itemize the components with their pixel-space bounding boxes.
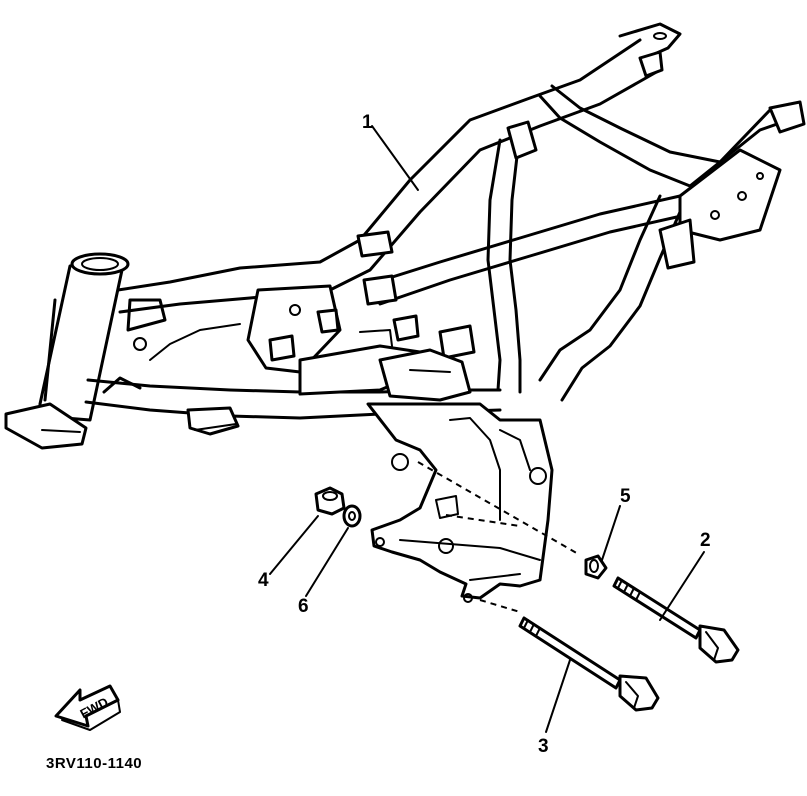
leader-2 — [659, 551, 705, 621]
head-tube-top — [70, 252, 130, 276]
lower-engine-bracket — [366, 402, 554, 600]
nut-part-4 — [314, 486, 346, 516]
collar-part-5 — [584, 554, 608, 580]
part-code-label: 3RV110-1140 — [46, 755, 143, 772]
leader-4 — [269, 515, 319, 575]
callout-5: 5 — [620, 486, 631, 507]
callout-6: 6 — [298, 596, 309, 617]
head-tube-base-plate — [4, 402, 88, 450]
swingarm-pivot-housing — [378, 348, 472, 402]
frame-part-1 — [4, 22, 806, 603]
washer-part-6 — [342, 504, 362, 528]
forward-arrow-icon: FWD — [54, 684, 121, 731]
callout-1: 1 — [362, 112, 373, 133]
leader-lines — [269, 125, 705, 733]
leader-6 — [305, 527, 349, 597]
rear-bracket — [678, 148, 782, 242]
leader-3 — [545, 659, 571, 733]
bolt-part-3 — [518, 616, 660, 712]
callout-2: 2 — [700, 530, 711, 551]
leader-1 — [371, 125, 419, 191]
bolt-part-2 — [612, 576, 740, 664]
callout-3: 3 — [538, 736, 549, 757]
alignment-lines — [417, 461, 581, 613]
leader-5 — [601, 505, 621, 561]
callout-4: 4 — [258, 570, 269, 591]
